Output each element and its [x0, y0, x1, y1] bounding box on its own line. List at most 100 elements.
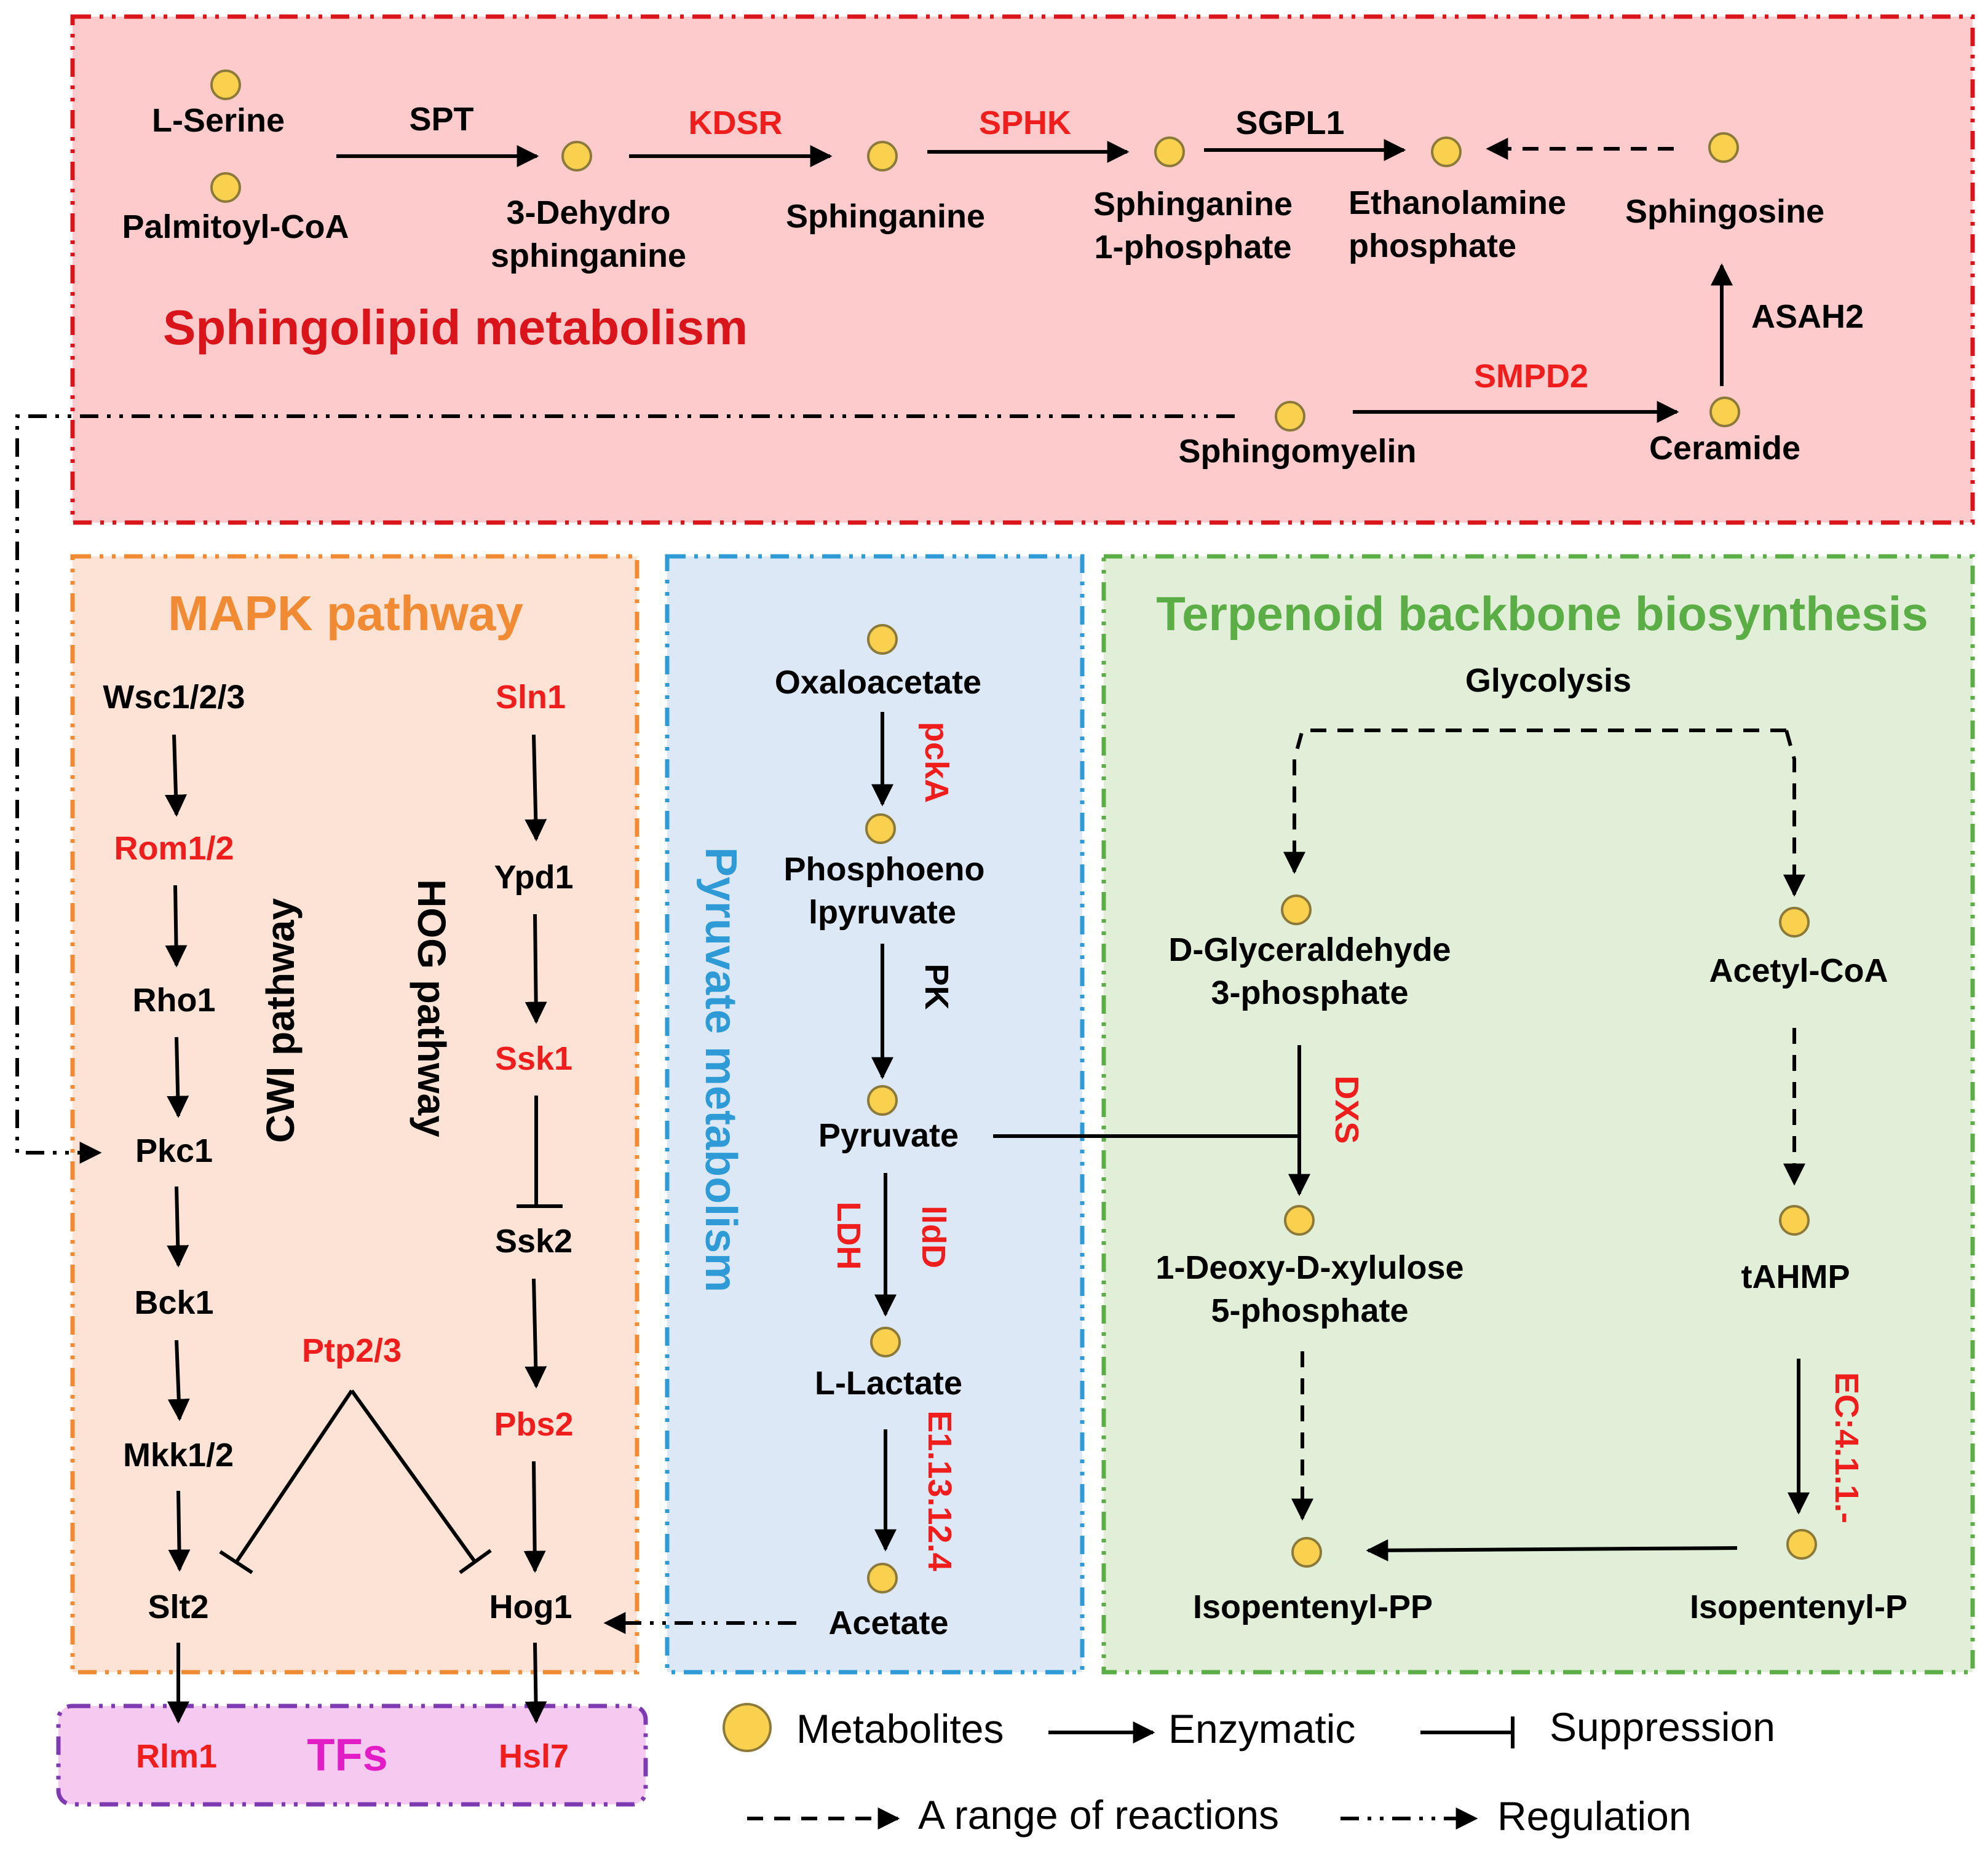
mkk-slt2-arrow: [168, 1490, 191, 1572]
tfs-panel: [56, 1704, 648, 1807]
tfs-section: Rlm1 TFs Hsl7: [136, 1729, 569, 1780]
terpenoid-title: Terpenoid backbone biosynthesis: [1156, 586, 1928, 641]
ceramide-label: Ceramide: [1649, 430, 1800, 467]
ipp-node: [1291, 1537, 1322, 1568]
ptp-hog1-bar: [459, 1549, 492, 1574]
oxaloacetate-label: Oxaloacetate: [775, 664, 981, 701]
ethanolamine-phosphate-label-2: phosphate: [1348, 227, 1516, 264]
sphingomyelin-node: [1275, 401, 1305, 432]
pyruvate-section: Pyruvate metabolism Oxaloacetate pckA Ph…: [696, 624, 984, 1641]
terpenoid-panel: [1101, 554, 1975, 1675]
ceramide-node: [1709, 397, 1740, 427]
slt2-label: Slt2: [148, 1589, 208, 1625]
tfs-title: TFs: [307, 1729, 388, 1780]
pyruvate-label: Pyruvate: [818, 1117, 959, 1154]
sphinganine-node: [867, 141, 898, 172]
dehydrosphinganine-label-1: 3-Dehydro: [506, 194, 670, 231]
mkk-label: Mkk1/2: [123, 1437, 234, 1474]
ptp-hog1-suppression: [350, 1389, 477, 1563]
oxaloacetate-node: [867, 624, 898, 655]
legend-range-label: A range of reactions: [918, 1792, 1279, 1838]
sgpl1-label: SGPL1: [1235, 105, 1344, 141]
hsl7-label: Hsl7: [499, 1738, 569, 1775]
sln1-label: Sln1: [496, 679, 566, 716]
wsc-rom-arrow: [165, 734, 187, 817]
g3p-label-1: D-Glyceraldehyde: [1168, 931, 1451, 968]
rom-rho1-arrow: [165, 885, 188, 968]
g3p-node: [1281, 894, 1312, 925]
sphingolipid-panel: [70, 14, 1975, 525]
dxp-label-1: 1-Deoxy-D-xylulose: [1155, 1249, 1463, 1286]
pk-label: PK: [918, 963, 955, 1009]
e1-label: E1.13.12.4: [921, 1410, 958, 1571]
ypd1-label: Ypd1: [494, 859, 573, 896]
ptp-slt2-bar: [219, 1550, 253, 1574]
sphinganine-1p-label-2: 1-phosphate: [1094, 229, 1291, 266]
glycolysis-g3p-dashed-arrow: [1283, 729, 1786, 874]
dxp-label-2: 5-phosphate: [1211, 1292, 1408, 1329]
sphingosine-node: [1708, 132, 1739, 163]
sphingosine-label: Sphingosine: [1625, 193, 1824, 230]
sphinganine-1p-node: [1154, 136, 1185, 167]
palmitoyl-coa-label: Palmitoyl-CoA: [122, 208, 349, 245]
legend-suppression-label: Suppression: [1550, 1704, 1775, 1750]
mapk-section: MAPK pathway Wsc1/2/3 Rom1/2 Rho1 Pkc1 B…: [103, 586, 574, 1724]
acetate-label: Acetate: [828, 1605, 948, 1641]
pyruvate-panel: [665, 554, 1085, 1675]
mapk-panel: [70, 554, 640, 1675]
dehydrosphinganine-label-2: sphinganine: [491, 237, 686, 274]
smpd2-label: SMPD2: [1474, 358, 1588, 395]
pyruvate-node: [867, 1085, 898, 1116]
pyruvate-title: Pyruvate metabolism: [696, 847, 745, 1292]
tahmp-node: [1779, 1205, 1810, 1236]
lactate-label: L-Lactate: [815, 1365, 962, 1402]
ssk1-label: Ssk1: [495, 1040, 572, 1077]
glycolysis-label: Glycolysis: [1465, 662, 1631, 699]
acetate-node: [867, 1563, 898, 1593]
ypd1-ssk1-arrow: [525, 914, 547, 1024]
pep-node: [865, 813, 896, 844]
mapk-title: MAPK pathway: [168, 586, 523, 641]
rho1-label: Rho1: [133, 982, 216, 1019]
pcka-label: pckA: [918, 722, 955, 803]
hog1-label: Hog1: [489, 1589, 572, 1625]
lldd-label: lldD: [915, 1206, 952, 1268]
ip-label: Isopentenyl-P: [1690, 1589, 1907, 1625]
sphingolipid-title: Sphingolipid metabolism: [163, 300, 748, 355]
lactate-node: [870, 1327, 901, 1357]
hog1-hsl7-arrow: [525, 1642, 547, 1724]
spt-label: SPT: [409, 101, 473, 138]
ethanolamine-phosphate-node: [1431, 136, 1462, 167]
rom-label: Rom1/2: [114, 830, 234, 867]
legend: Metabolites Enzymatic Suppression A rang…: [723, 1703, 1775, 1839]
sphingolipid-section: L-Serine Palmitoyl-CoA SPT 3-Dehydro sph…: [122, 69, 1864, 470]
ldh-label: LDH: [830, 1202, 867, 1270]
terpenoid-section: Terpenoid backbone biosynthesis Glycolys…: [1155, 586, 1928, 1625]
ip-node: [1786, 1529, 1817, 1560]
pbs2-label: Pbs2: [494, 1406, 573, 1443]
ethanolamine-phosphate-label-1: Ethanolamine: [1348, 184, 1566, 221]
sphingomyelin-regulation-arrow: [15, 414, 1235, 1164]
pep-label-2: lpyruvate: [809, 894, 956, 931]
cwi-pathway-label: CWI pathway: [258, 898, 303, 1143]
ipp-label: Isopentenyl-PP: [1193, 1589, 1433, 1625]
g3p-label-2: 3-phosphate: [1211, 974, 1408, 1011]
pbs2-hog1-arrow: [523, 1461, 546, 1573]
palmitoyl-coa-node: [210, 172, 241, 203]
rho1-pkc1-arrow: [167, 1037, 189, 1118]
ssk2-pbs2-arrow: [525, 1278, 547, 1389]
legend-enzymatic-label: Enzymatic: [1168, 1706, 1355, 1751]
sln1-ypd1-arrow: [525, 734, 547, 842]
bck1-mkk-arrow: [167, 1340, 190, 1421]
pkc1-label: Pkc1: [135, 1132, 213, 1169]
glycolysis-acetylcoa-dashed-arrow: [1783, 730, 1805, 897]
sphinganine-1p-label-1: Sphinganine: [1093, 186, 1293, 223]
wsc-label: Wsc1/2/3: [103, 679, 245, 716]
pkc1-bck1-arrow: [167, 1186, 189, 1268]
acetyl-coa-node: [1779, 907, 1810, 938]
acetyl-coa-label: Acetyl-CoA: [1709, 952, 1888, 989]
legend-metabolite-icon: [723, 1703, 772, 1752]
asah2-label: ASAH2: [1751, 298, 1864, 335]
bck1-label: Bck1: [134, 1284, 213, 1321]
